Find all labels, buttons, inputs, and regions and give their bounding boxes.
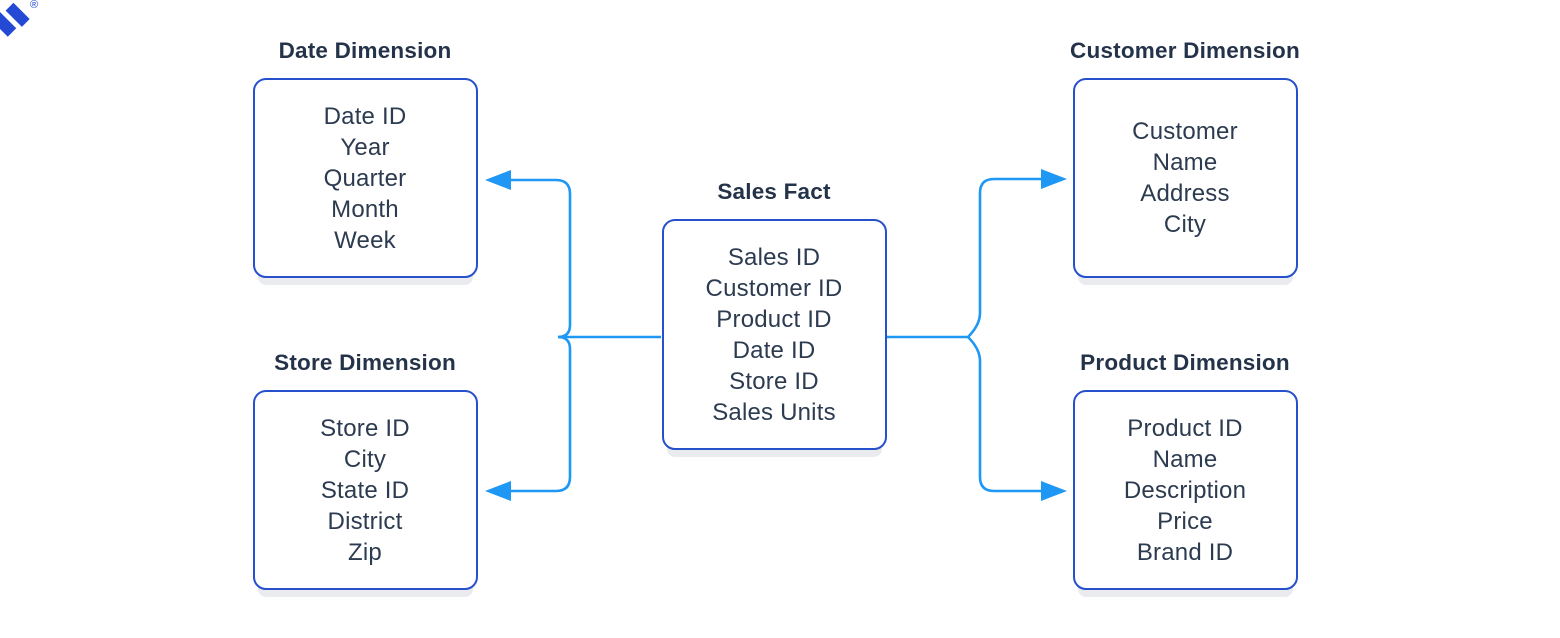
field-label: Quarter xyxy=(323,164,407,192)
field-label: Name xyxy=(1152,445,1218,473)
field-label: Address xyxy=(1140,180,1230,207)
field-label: Description xyxy=(1123,476,1247,504)
product-dimension-table: Product Dimension Product ID Name Descri… xyxy=(1034,350,1336,590)
date-dimension-table: Date Dimension Date ID Year Quarter Mont… xyxy=(214,38,516,278)
date-dimension-box: Date ID Year Quarter Month Week xyxy=(252,78,478,278)
customer-dimension-table: Customer Dimension Customer Name Address… xyxy=(1034,38,1336,278)
field-label: City xyxy=(343,445,387,473)
store-dimension-box: Store ID City State ID District Zip xyxy=(252,390,478,590)
field-label: Date ID xyxy=(323,102,407,130)
product-dimension-box: Product ID Name Description Price Brand … xyxy=(1072,390,1298,590)
store-dimension-table: Store Dimension Store ID City State ID D… xyxy=(214,350,516,590)
field-label: Sales Units xyxy=(712,398,836,426)
field-label: Customer ID xyxy=(705,274,843,302)
sales-fact-table: Sales Fact Sales ID Customer ID Product … xyxy=(623,179,925,450)
field-label: Price xyxy=(1157,507,1213,535)
connector-fact-to-product xyxy=(967,336,1041,493)
field-label: Sales ID xyxy=(727,243,821,271)
field-label: Zip xyxy=(348,538,382,566)
sales-fact-box: Sales ID Customer ID Product ID Date ID … xyxy=(661,219,887,450)
table-title-date-dimension: Date Dimension xyxy=(278,38,452,63)
table-title-product-dimension: Product Dimension xyxy=(1080,350,1290,375)
field-label: Date ID xyxy=(732,336,816,364)
toptal-logo-mark-icon xyxy=(0,2,30,37)
field-label: Product ID xyxy=(1127,414,1243,442)
field-label: District xyxy=(327,507,403,535)
field-label: Store ID xyxy=(320,414,410,442)
toptal-logo: ® xyxy=(0,0,62,60)
connector-fact-to-store xyxy=(510,335,572,493)
field-label: Store ID xyxy=(729,367,819,395)
field-label: City xyxy=(1163,211,1207,238)
field-label: Product ID xyxy=(716,305,832,333)
customer-dimension-box: Customer Name Address City xyxy=(1072,78,1298,278)
table-title-customer-dimension: Customer Dimension xyxy=(1070,38,1300,63)
field-label: Year xyxy=(340,133,390,161)
field-label: Name xyxy=(1152,149,1218,176)
field-label: Brand ID xyxy=(1136,538,1234,566)
field-label: Week xyxy=(334,226,396,254)
field-label: Customer xyxy=(1132,118,1238,145)
field-label: Month xyxy=(331,195,399,223)
registered-trademark-symbol: ® xyxy=(30,0,39,11)
table-title-sales-fact: Sales Fact xyxy=(717,179,831,204)
field-label: State ID xyxy=(320,476,410,504)
table-title-store-dimension: Store Dimension xyxy=(274,350,456,375)
